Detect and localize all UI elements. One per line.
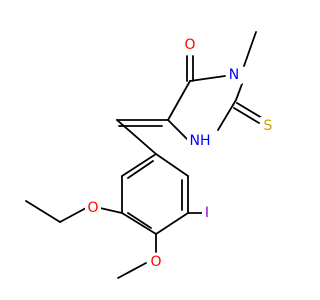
bond-ch-aryl: [116, 119, 157, 155]
bond-ar6-ar1: [121, 153, 157, 177]
bond-ar1-ar2: [155, 153, 189, 177]
atom-o-ethoxy-label: O: [87, 200, 98, 216]
bond-o-methoxy-ch3: [117, 262, 147, 279]
atom-iodine: I: [202, 204, 212, 222]
atom-n-methyl-label: N: [229, 67, 239, 83]
bond-o-ethoxy-ch2: [59, 207, 87, 223]
atom-n-methyl: N: [226, 66, 242, 84]
bond-ar-inner-3: [127, 160, 154, 179]
bond-n3-c2: [235, 83, 243, 101]
bond-ar-inner-2: [127, 212, 152, 229]
atom-o-methoxy: O: [148, 253, 164, 271]
atom-o-methoxy-label: O: [150, 254, 161, 270]
bond-ar5-o-ethoxy: [99, 207, 123, 214]
atom-o-carbonyl: O: [182, 36, 198, 54]
bond-c2-s-double-a: [236, 102, 263, 119]
bond-n3-methyl: [243, 31, 257, 67]
bond-n1-c5: [167, 119, 191, 143]
bond-c2-n1: [217, 99, 237, 131]
atom-nh-label: NH: [190, 133, 211, 149]
atom-nh: NH: [187, 132, 213, 150]
atom-labels: O N S NH I O O: [85, 36, 276, 271]
atom-o-carbonyl-label: O: [184, 37, 195, 53]
atom-o-ethoxy: O: [85, 199, 101, 217]
bond-c2-s-double-b: [233, 107, 260, 124]
bonds: [25, 31, 263, 279]
bond-c4-n3: [189, 75, 226, 82]
molecule-structure: O N S NH I O O: [25, 31, 276, 279]
atom-iodine-label: I: [205, 205, 209, 221]
bond-ar4-ar5: [121, 212, 157, 235]
bond-ethyl-ch2-ch3: [25, 200, 61, 223]
bond-ar3-ar4: [155, 212, 189, 235]
bond-c4-c5: [167, 80, 191, 121]
atom-s-thione-label: S: [264, 118, 273, 134]
molecule-diagram: O N S NH I O O: [25, 31, 276, 279]
atom-s-thione: S: [260, 117, 276, 135]
